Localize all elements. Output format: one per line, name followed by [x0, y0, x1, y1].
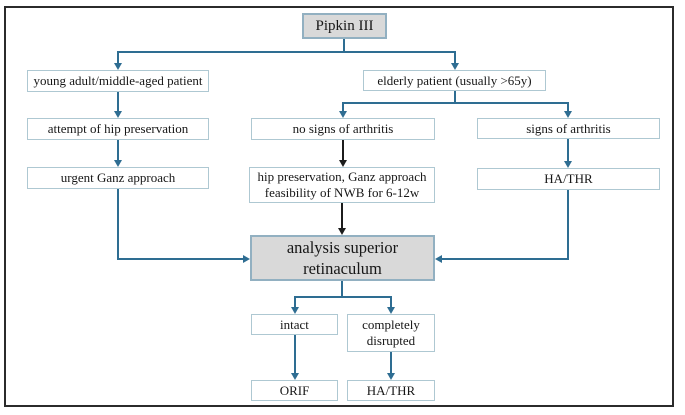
connector-ganz-down	[117, 189, 119, 260]
connector-elderly-down	[454, 91, 456, 104]
connector-to-signs-arthritis	[567, 102, 569, 111]
node-orif: ORIF	[251, 380, 338, 401]
connector-noarthritis-hippres	[342, 140, 344, 160]
arrowhead-disrupted	[387, 307, 395, 314]
connector-to-intact	[294, 296, 296, 307]
arrowhead-intact	[291, 307, 299, 314]
node-ha-thr-bottom: HA/THR	[347, 380, 435, 401]
arrowhead-hathr-right	[564, 161, 572, 168]
connector-hathr-analysis	[442, 258, 569, 260]
node-urgent-ganz-approach: urgent Ganz approach	[27, 167, 209, 189]
connector-analysis-splitter	[294, 296, 392, 298]
connector-pipkin-down	[343, 39, 345, 53]
arrowhead-orif	[291, 373, 299, 380]
node-signs-arthritis: signs of arthritis	[477, 118, 660, 139]
connector-hathr-down	[567, 190, 569, 260]
arrowhead-analysis-right	[435, 255, 442, 263]
connector-attempt-ganz	[117, 140, 119, 160]
arrowhead-hippres	[339, 160, 347, 167]
node-analysis-superior-retinaculum: analysis superior retinaculum	[250, 235, 435, 281]
figure-border	[4, 6, 674, 407]
node-ha-thr-right: HA/THR	[477, 168, 660, 190]
node-completely-disrupted: completely disrupted	[347, 314, 435, 352]
node-intact: intact	[251, 314, 338, 335]
node-young-patient: young adult/middle-aged patient	[27, 70, 209, 92]
connector-intact-orif	[294, 335, 296, 373]
connector-to-disrupted	[390, 296, 392, 307]
connector-disrupted-hathr	[390, 352, 392, 373]
arrowhead-elderly	[451, 63, 459, 70]
node-no-signs-arthritis: no signs of arthritis	[251, 118, 435, 140]
arrowhead-ganz	[114, 160, 122, 167]
connector-top-splitter	[117, 51, 456, 53]
arrowhead-no-arthritis	[339, 111, 347, 118]
connector-signs-hathr	[567, 139, 569, 161]
arrowhead-attempt	[114, 111, 122, 118]
arrowhead-analysis-top	[338, 228, 346, 235]
node-hip-preservation-ganz: hip preservation, Ganz approach feasibil…	[249, 167, 435, 203]
connector-hippres-analysis	[341, 203, 343, 228]
connector-to-no-arthritis	[342, 102, 344, 111]
node-elderly-patient: elderly patient (usually >65y)	[363, 70, 546, 91]
node-attempt-hip-preservation: attempt of hip preservation	[27, 118, 209, 140]
node-pipkin-iii: Pipkin III	[302, 13, 387, 39]
arrowhead-signs-arthritis	[564, 111, 572, 118]
arrowhead-analysis-left	[243, 255, 250, 263]
connector-analysis-down	[341, 281, 343, 298]
arrowhead-hathr-bottom	[387, 373, 395, 380]
connector-young-attempt	[117, 92, 119, 111]
connector-to-elderly	[454, 51, 456, 63]
arrowhead-young	[114, 63, 122, 70]
connector-elderly-splitter	[342, 102, 569, 104]
connector-ganz-analysis	[117, 258, 243, 260]
connector-to-young	[117, 51, 119, 63]
